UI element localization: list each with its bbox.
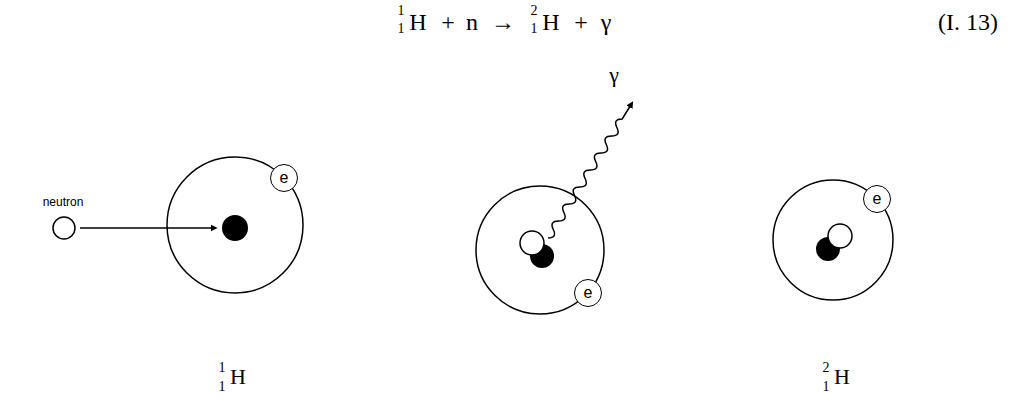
plus-sign: + (574, 10, 588, 34)
atomic-number: 1 (398, 22, 405, 36)
electron-circle: e (863, 185, 891, 213)
neutron-ball (53, 217, 75, 239)
atomic-number: 1 (823, 380, 830, 394)
gamma-symbol: γ (609, 64, 619, 86)
motion-arrow (80, 227, 212, 229)
mass-number: 2 (531, 4, 538, 18)
orbit (773, 180, 893, 300)
orbit (167, 157, 303, 293)
neutron-ball (520, 231, 544, 255)
atomic-number: 1 (531, 22, 538, 36)
neutron-symbol: n (466, 10, 478, 34)
plus-sign: + (441, 10, 455, 34)
particle-name: neutron (43, 196, 84, 208)
electron-circle: e (574, 279, 602, 307)
neutron-ball (828, 224, 852, 248)
gamma-wave (548, 106, 630, 238)
element-symbol: H (409, 10, 426, 34)
mass-number: 1 (398, 4, 405, 18)
equation-number: (I. 13) (938, 10, 998, 34)
mass-number: 1 (219, 361, 226, 375)
gamma-symbol: γ (601, 10, 612, 34)
electron-circle: e (270, 164, 298, 192)
element-symbol: H (834, 366, 850, 388)
orbit (476, 186, 604, 314)
reaction-arrow: → (491, 10, 515, 34)
proton (222, 215, 248, 241)
electron-label: e (280, 170, 289, 186)
element-symbol: H (542, 10, 559, 34)
electron-label: e (873, 191, 882, 207)
mass-number: 2 (823, 361, 830, 375)
atomic-number: 1 (219, 380, 226, 394)
electron-label: e (584, 285, 593, 301)
element-symbol: H (230, 366, 246, 388)
